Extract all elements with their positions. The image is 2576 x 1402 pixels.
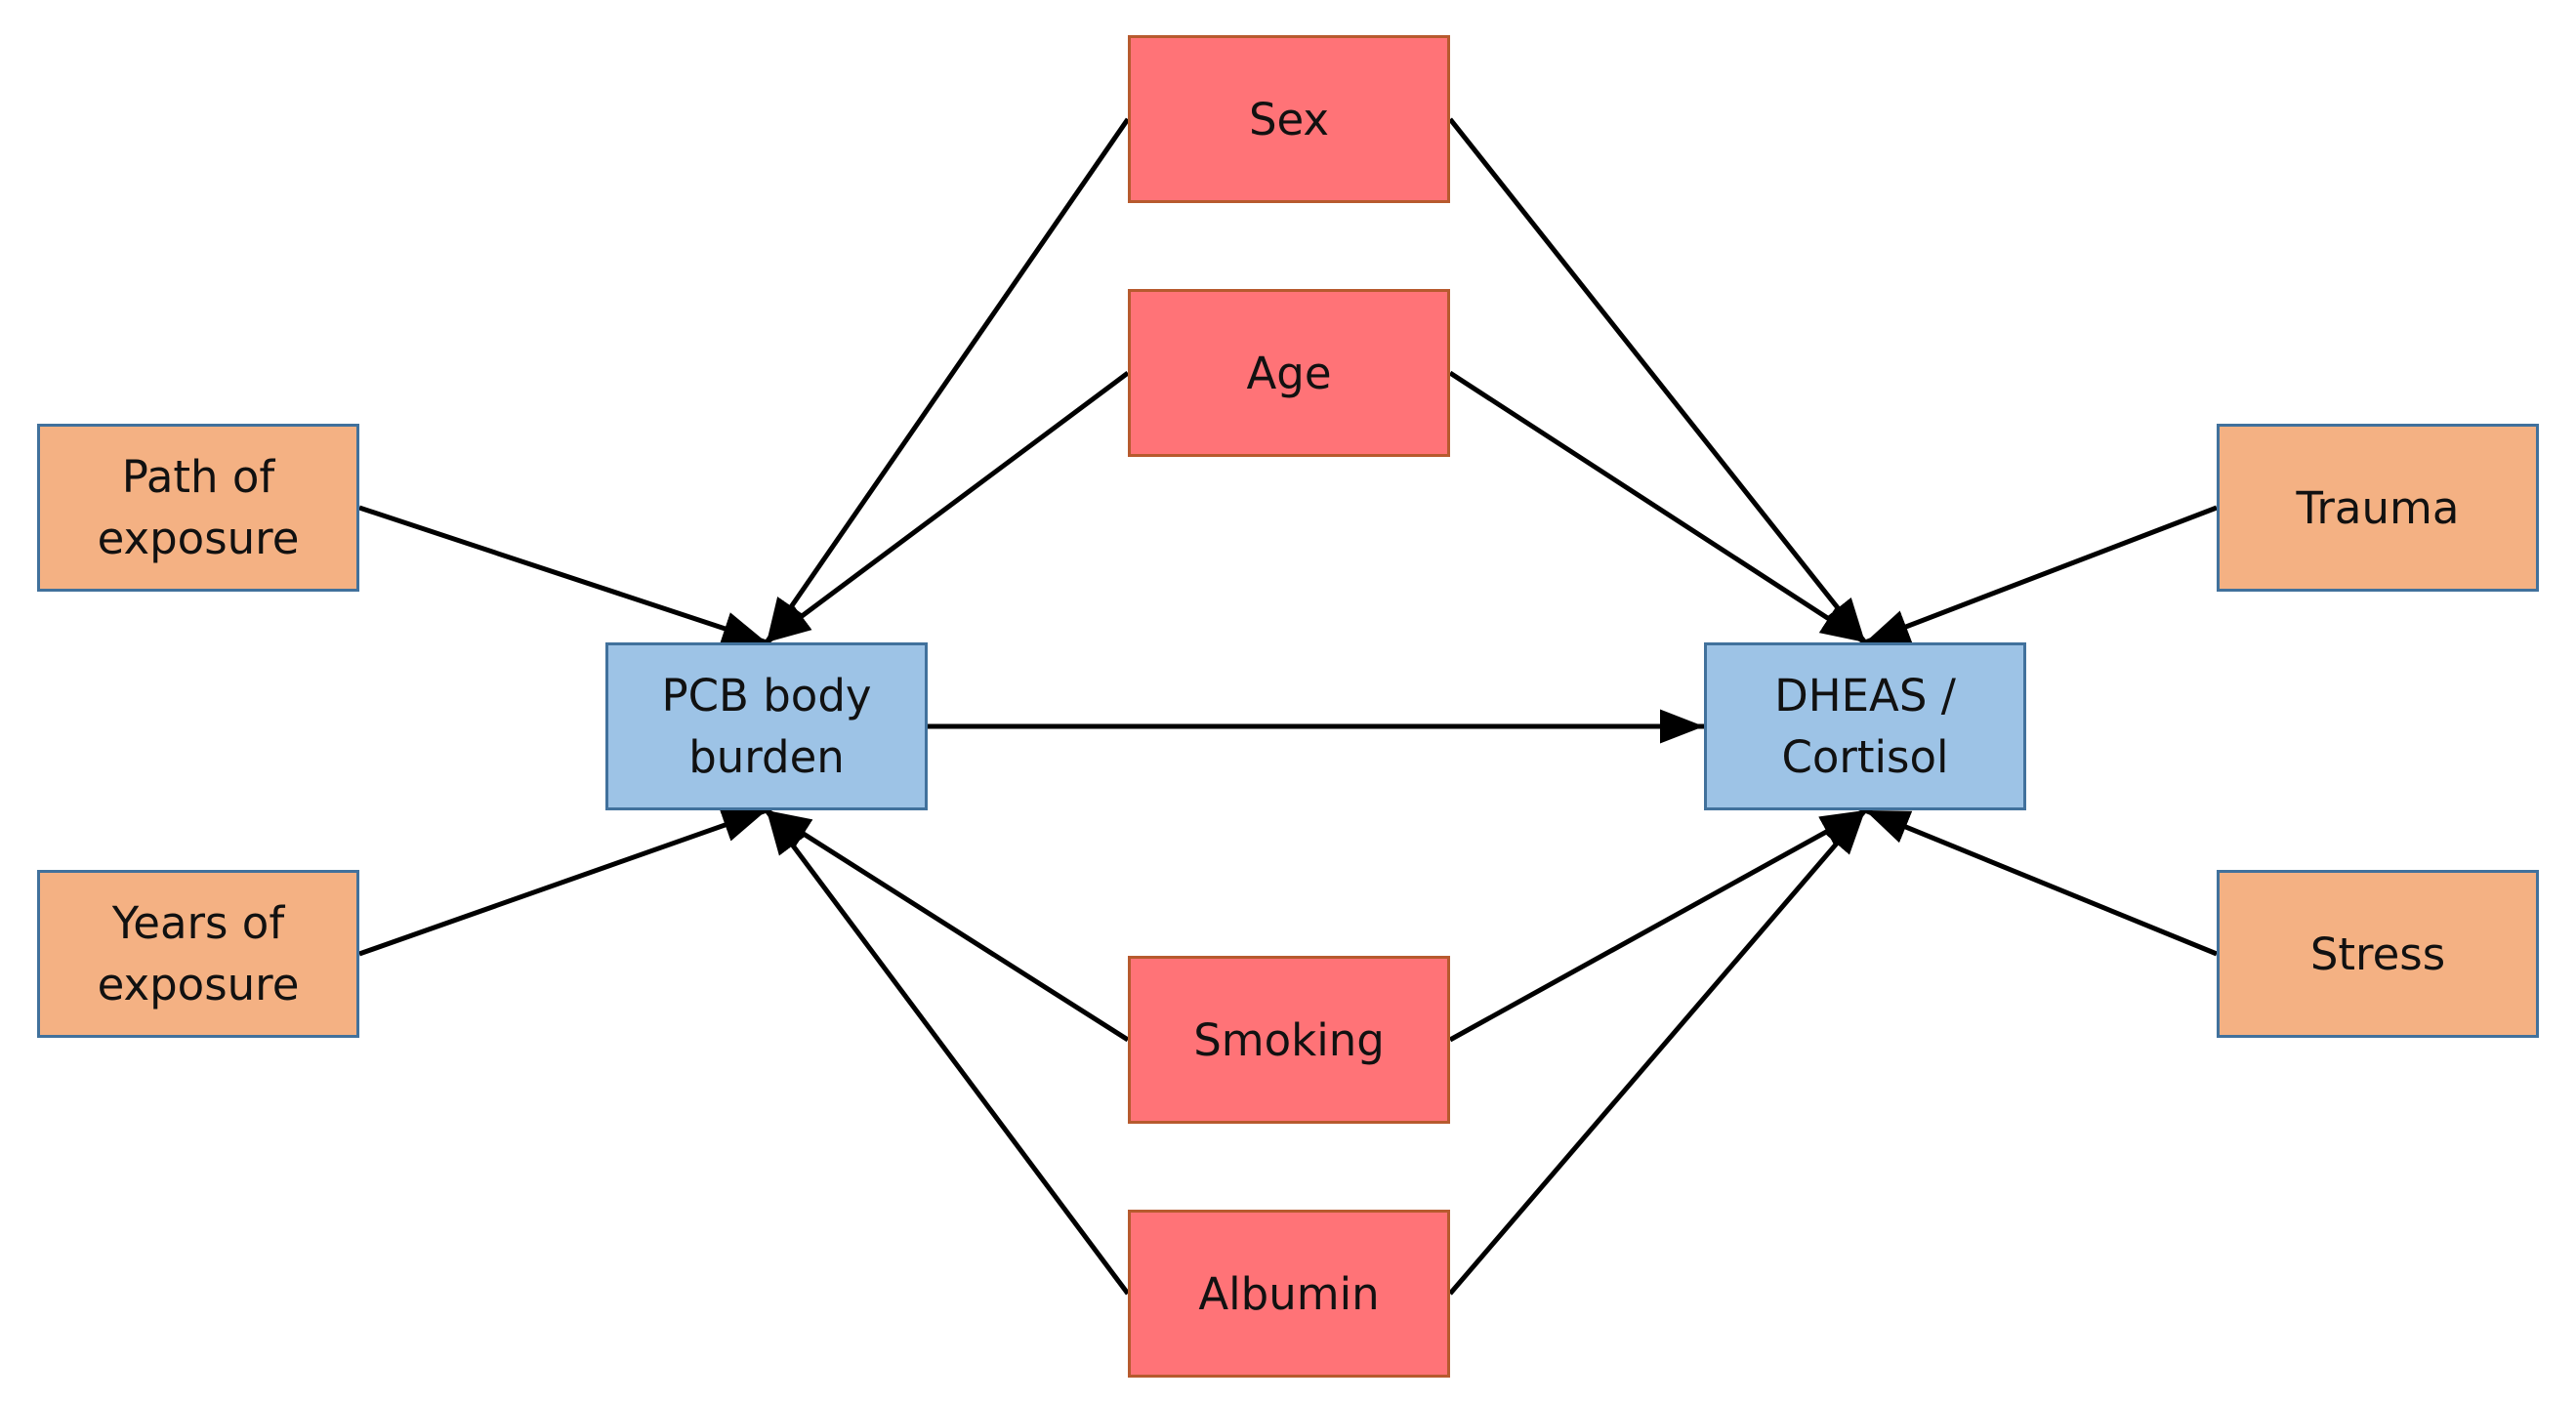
node-trauma-label: Trauma <box>2296 481 2460 534</box>
edge-stress-to-dheas <box>1864 807 2218 957</box>
edge-age-to-pcb <box>765 370 1130 645</box>
edge-albumin-to-dheas <box>1448 808 1867 1296</box>
edge-trauma-to-dheas <box>1864 505 2218 645</box>
node-age: Age <box>1128 289 1450 457</box>
node-pcb-body-burden: PCB body burden <box>605 642 928 810</box>
edge-smoking-to-dheas <box>1448 807 1867 1043</box>
node-path-of-exposure: Path of exposure <box>37 424 359 592</box>
node-trauma: Trauma <box>2217 424 2539 592</box>
edge-sex-to-dheas <box>1448 117 1867 644</box>
node-albumin-label: Albumin <box>1198 1267 1380 1320</box>
edge-smoking-to-pcb <box>765 807 1130 1043</box>
edge-age-to-dheas <box>1448 370 1867 645</box>
node-albumin: Albumin <box>1128 1210 1450 1378</box>
edges-layer <box>358 117 2218 1296</box>
node-sex: Sex <box>1128 35 1450 203</box>
edge-years-of-exposure-to-pcb <box>358 807 768 957</box>
node-years-of-exposure-label: Years of exposure <box>97 897 300 1010</box>
node-smoking-label: Smoking <box>1193 1013 1385 1066</box>
node-smoking: Smoking <box>1128 956 1450 1124</box>
node-path-of-exposure-label: Path of exposure <box>97 451 300 564</box>
edge-albumin-to-pcb <box>764 808 1131 1296</box>
node-years-of-exposure: Years of exposure <box>37 870 359 1038</box>
node-age-label: Age <box>1246 347 1332 399</box>
node-pcb-body-burden-label: PCB body burden <box>661 670 872 783</box>
edge-path-of-exposure-to-pcb <box>358 505 768 645</box>
edge-sex-to-pcb <box>764 117 1131 644</box>
node-dheas-cortisol-label: DHEAS / Cortisol <box>1774 670 1956 783</box>
node-stress: Stress <box>2217 870 2539 1038</box>
node-sex-label: Sex <box>1248 93 1330 145</box>
node-stress-label: Stress <box>2309 928 2446 980</box>
node-dheas-cortisol: DHEAS / Cortisol <box>1704 642 2026 810</box>
